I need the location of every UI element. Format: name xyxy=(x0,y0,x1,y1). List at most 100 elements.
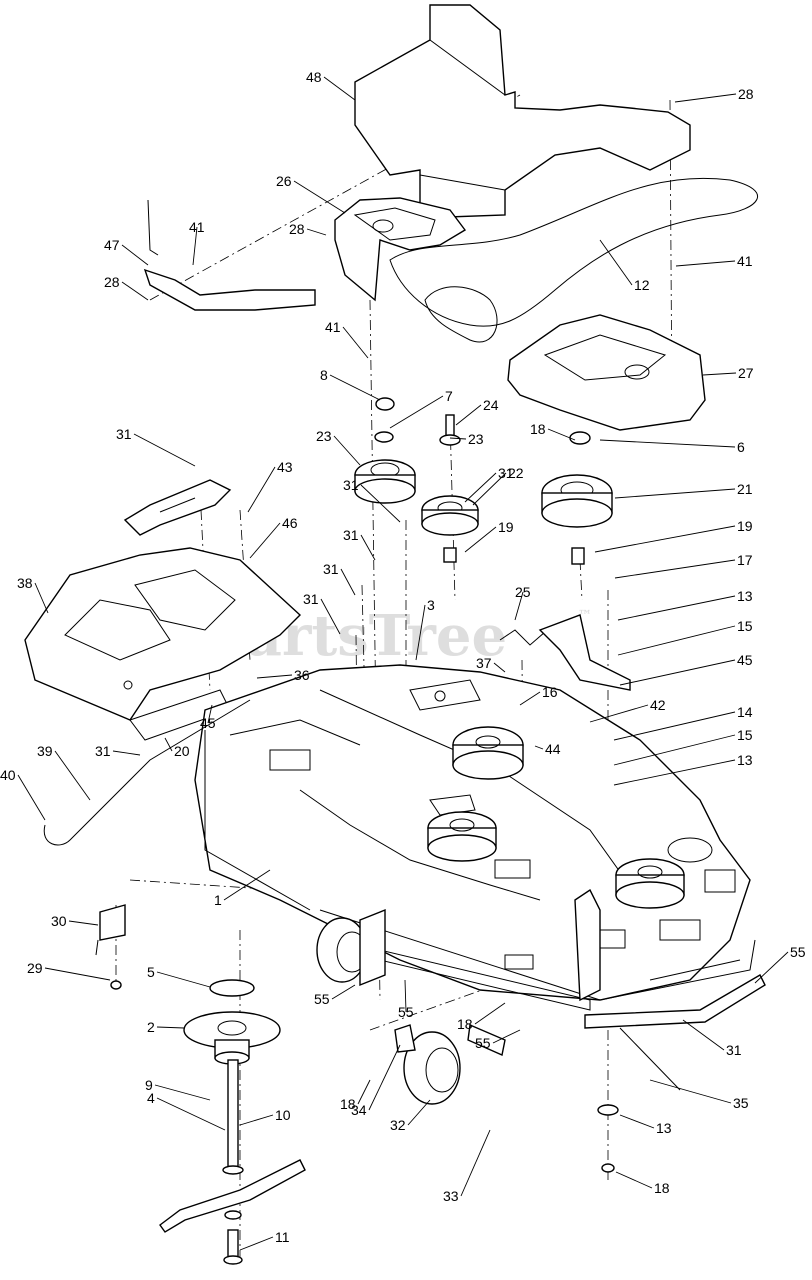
leader-line xyxy=(682,1019,725,1051)
leader-line xyxy=(493,662,506,673)
callout-label: 8 xyxy=(320,367,328,383)
callout-label: 18 xyxy=(654,1180,670,1196)
callout-label: 31 xyxy=(95,743,111,759)
leader-line xyxy=(340,568,356,596)
leader-line xyxy=(323,76,356,101)
leader-line xyxy=(404,979,407,1013)
callout-label: 14 xyxy=(737,704,753,720)
leader-line xyxy=(342,326,369,359)
leader-line xyxy=(702,372,737,376)
leader-line xyxy=(357,1079,371,1105)
callout-label: 32 xyxy=(390,1117,406,1133)
callout-label: 29 xyxy=(27,960,43,976)
callout-label: 48 xyxy=(306,69,322,85)
leader-line xyxy=(156,971,211,988)
callout-label: 35 xyxy=(733,1095,749,1111)
callout-label: 18 xyxy=(457,1016,473,1032)
leader-line xyxy=(472,472,507,506)
callout-label: 28 xyxy=(289,221,305,237)
callout-label: 18 xyxy=(530,421,546,437)
leader-line xyxy=(44,967,111,981)
tensioner-spring-rod xyxy=(43,614,631,846)
leader-line xyxy=(594,525,736,553)
callout-label: 2 xyxy=(147,1019,155,1035)
callout-label: 19 xyxy=(498,519,514,535)
idler-pulley-stack-center xyxy=(421,414,479,563)
callout-label: 31 xyxy=(323,561,339,577)
leader-line xyxy=(617,595,736,621)
leader-line xyxy=(249,522,281,559)
leader-line xyxy=(649,1079,732,1104)
callout-label: 34 xyxy=(351,1102,367,1118)
left-deck-cover xyxy=(24,547,302,741)
leader-line xyxy=(68,920,99,926)
leader-line xyxy=(389,395,444,429)
leader-line xyxy=(256,674,293,679)
callout-label: 24 xyxy=(483,397,499,413)
misc-brackets xyxy=(95,904,126,990)
leader-line xyxy=(360,534,376,561)
leader-line xyxy=(192,226,198,266)
leader-line xyxy=(121,281,149,301)
leader-line xyxy=(133,433,196,467)
callout-label: 18 xyxy=(340,1096,356,1112)
leader-line xyxy=(239,1236,274,1251)
belt-guard-cover xyxy=(354,4,691,219)
leader-line xyxy=(464,526,497,553)
leader-line xyxy=(333,435,361,466)
leader-line xyxy=(474,1002,506,1025)
idler-pulley-stack-left xyxy=(354,397,416,504)
leader-line xyxy=(306,228,327,236)
leader-line xyxy=(534,745,544,750)
left-pulley-cover xyxy=(334,197,467,302)
callout-label: 22 xyxy=(508,465,524,481)
callout-label: 45 xyxy=(200,715,216,731)
leader-line xyxy=(121,244,149,266)
callout-label: 15 xyxy=(737,618,753,634)
leader-line xyxy=(619,1114,655,1129)
callout-label: 23 xyxy=(316,428,332,444)
callout-label: 41 xyxy=(325,319,341,335)
callout-label: 31 xyxy=(726,1042,742,1058)
callout-label: 38 xyxy=(17,575,33,591)
callout-label: 28 xyxy=(104,274,120,290)
leader-line xyxy=(293,180,346,214)
leader-line xyxy=(613,734,736,766)
leader-line xyxy=(464,472,497,503)
callout-label: 40 xyxy=(0,767,16,783)
leader-line xyxy=(492,1029,521,1044)
callout-label: 23 xyxy=(468,431,484,447)
callout-label: 31 xyxy=(116,426,132,442)
leader-line xyxy=(164,737,173,752)
right-pulley-cover xyxy=(507,314,706,431)
callout-label: 15 xyxy=(737,727,753,743)
drive-belt xyxy=(389,177,758,343)
leader-line xyxy=(112,750,141,756)
callout-label: 46 xyxy=(282,515,298,531)
leader-line xyxy=(460,1129,491,1197)
callout-label: 55 xyxy=(475,1035,491,1051)
callout-label: 9 xyxy=(145,1077,153,1093)
idler-bracket xyxy=(123,479,232,536)
callout-label: 37 xyxy=(476,655,492,671)
callout-label: 31 xyxy=(498,465,514,481)
leader-line xyxy=(674,93,737,103)
leader-line xyxy=(754,951,789,984)
deck-spindle-pulleys xyxy=(427,726,685,909)
callout-label: 45 xyxy=(737,652,753,668)
callout-label: 28 xyxy=(738,86,754,102)
callout-label: 13 xyxy=(737,588,753,604)
callout-label: 25 xyxy=(515,584,531,600)
leader-line xyxy=(613,759,736,786)
callout-label: 41 xyxy=(737,253,753,269)
callout-label: 3 xyxy=(427,597,435,613)
callout-label: 36 xyxy=(294,667,310,683)
callout-label: 44 xyxy=(545,741,561,757)
leader-line xyxy=(455,404,482,426)
leader-line xyxy=(589,704,649,723)
leader-line xyxy=(239,1114,274,1126)
callout-label: 12 xyxy=(634,277,650,293)
leader-line xyxy=(331,984,356,1000)
